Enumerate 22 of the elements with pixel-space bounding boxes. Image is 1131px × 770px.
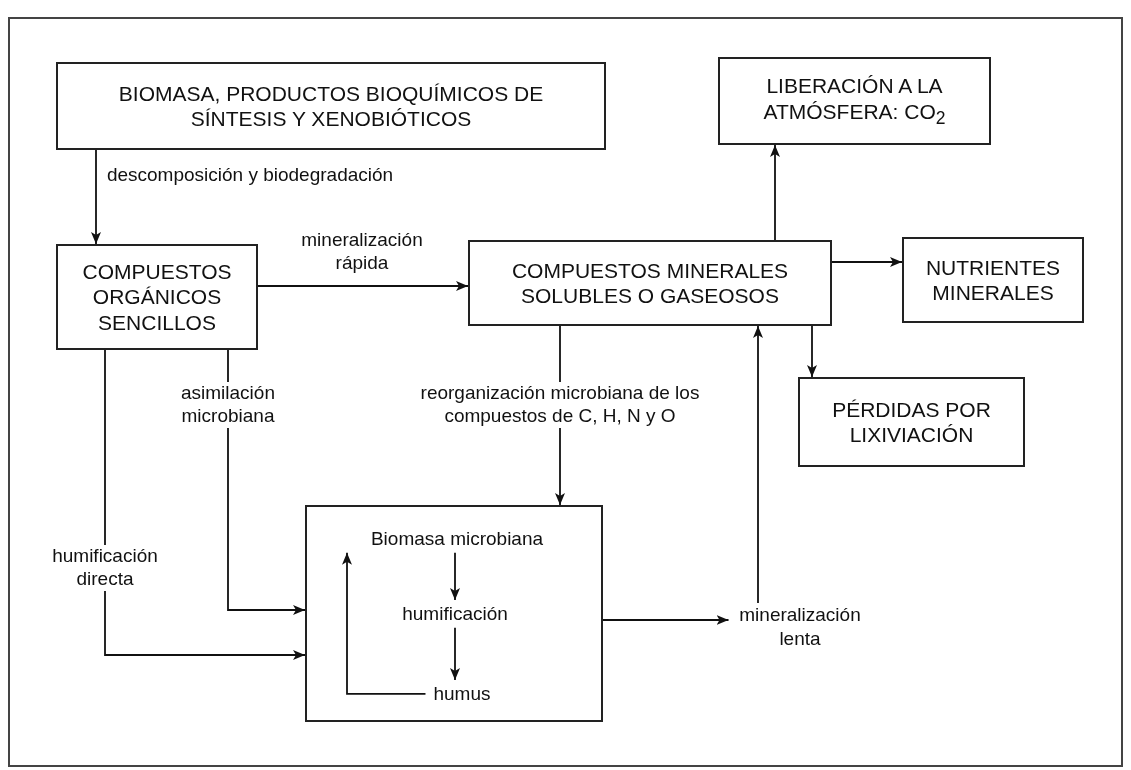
arrow — [342, 551, 427, 695]
arrow — [602, 615, 730, 625]
process-box: COMPUESTOS MINERALES SOLUBLES O GASEOSOS — [468, 240, 832, 326]
process-label: humificación — [402, 602, 508, 626]
process-label: mineralización lenta — [732, 603, 868, 651]
arrow — [104, 349, 306, 660]
process-box: LIBERACIÓN A LA ATMÓSFERA: CO$_{2}$ — [718, 57, 991, 145]
process-box: NUTRIENTES MINERALES — [902, 237, 1084, 323]
arrow — [91, 149, 101, 245]
arrow — [770, 144, 780, 241]
arrow — [831, 257, 903, 267]
group-box — [305, 505, 603, 722]
arrow — [450, 626, 460, 681]
process-label: humus — [433, 682, 491, 706]
arrow — [257, 281, 469, 291]
arrow — [753, 325, 763, 604]
process-box: COMPUESTOS ORGÁNICOS SENCILLOS — [56, 244, 258, 350]
process-box: BIOMASA, PRODUCTOS BIOQUÍMICOS DE SÍNTESIS Y XENOBIÓTICOS — [56, 62, 606, 150]
process-label: Biomasa microbiana — [370, 527, 544, 551]
arrow — [450, 551, 460, 601]
process-box: PÉRDIDAS POR LIXIVIACIÓN — [798, 377, 1025, 467]
arrow — [807, 325, 817, 378]
